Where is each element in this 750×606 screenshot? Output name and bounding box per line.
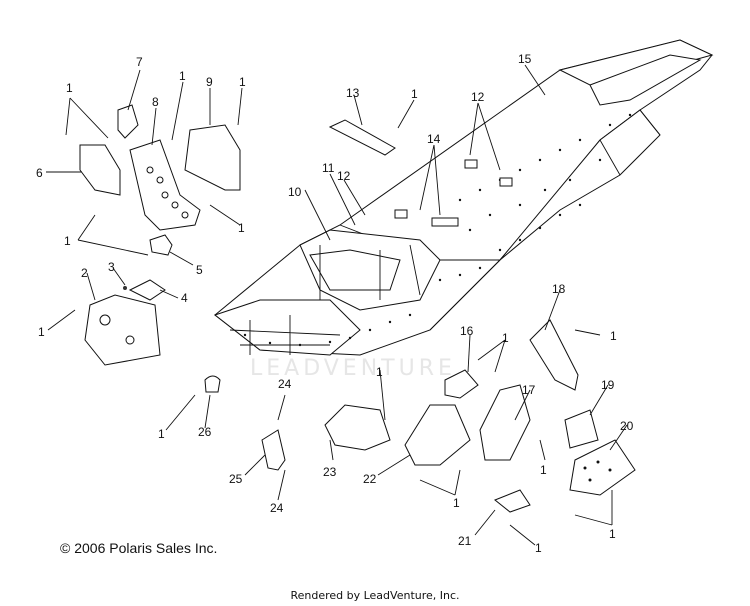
callout-8: 8: [152, 95, 159, 109]
part-17-bracket: [479, 384, 531, 461]
callout-1: 1: [158, 427, 165, 441]
callout-4: 4: [181, 291, 188, 305]
callout-1: 1: [502, 331, 509, 345]
callout-9: 9: [206, 75, 213, 89]
part-5-bracket: [149, 234, 173, 256]
part-9-bracket: [184, 124, 241, 191]
callout-26: 26: [198, 425, 212, 439]
callout-1: 1: [540, 463, 547, 477]
callout-19: 19: [601, 378, 615, 392]
callout-3: 3: [108, 260, 115, 274]
part-18-bracket: [529, 319, 579, 391]
part-21-bracket: [494, 489, 531, 513]
callout-24: 24: [270, 501, 284, 515]
callout-1: 1: [376, 365, 383, 379]
watermark-text: LEADVENTURE: [250, 356, 456, 381]
callout-1: 1: [239, 75, 246, 89]
callout-1: 1: [66, 81, 73, 95]
callout-25: 25: [229, 472, 243, 486]
callout-15: 15: [518, 52, 532, 66]
part-13-rail: [328, 119, 396, 156]
chassis-rivets: [243, 113, 632, 347]
part-8-holes: [146, 166, 189, 219]
callout-23: 23: [323, 465, 337, 479]
callout-1: 1: [179, 69, 186, 83]
part-16-block: [444, 369, 479, 399]
callout-1: 1: [610, 329, 617, 343]
part-22-plate: [404, 404, 471, 466]
callout-18: 18: [552, 282, 566, 296]
rendered-by-footer: Rendered by LeadVenture, Inc.: [290, 589, 460, 602]
part-8-plate: [129, 139, 201, 231]
copyright-notice: © 2006 Polaris Sales Inc.: [60, 540, 218, 556]
part-23-plate: [324, 404, 391, 451]
callout-1: 1: [609, 527, 616, 541]
part-20-plate: [569, 439, 636, 496]
part-26-bumper: [204, 375, 221, 393]
callout-13: 13: [346, 86, 360, 100]
callout-21: 21: [458, 534, 472, 548]
callout-20: 20: [620, 419, 634, 433]
part-25-bracket: [261, 429, 286, 471]
callout-1: 1: [535, 541, 542, 555]
callout-1: 1: [64, 234, 71, 248]
callout-1: 1: [411, 87, 418, 101]
callout-16: 16: [460, 324, 474, 338]
part-4-clip: [128, 279, 166, 301]
part-20-holes: [583, 460, 612, 482]
callout-1: 1: [38, 325, 45, 339]
callout-6: 6: [36, 166, 43, 180]
callout-24: 24: [278, 377, 292, 391]
callout-2: 2: [81, 266, 88, 280]
callout-1: 1: [453, 496, 460, 510]
callout-14: 14: [427, 132, 441, 146]
callout-1: 1: [238, 221, 245, 235]
chassis-tunnel: [213, 39, 714, 356]
callout-labels: 1 7 1 9 1 8 13 1 15 12 6 14 11 12 10 1 1…: [36, 52, 634, 555]
callout-5: 5: [196, 263, 203, 277]
callout-12: 12: [471, 90, 485, 104]
callout-11: 11: [322, 161, 335, 175]
callout-7: 7: [136, 55, 143, 69]
callout-12: 12: [337, 169, 351, 183]
callout-17: 17: [522, 383, 536, 397]
callout-22: 22: [363, 472, 377, 486]
part-2-box: [84, 294, 161, 366]
part-19-plate: [564, 409, 599, 449]
part-6-bracket: [79, 144, 121, 196]
callout-10: 10: [288, 185, 302, 199]
leader-lines: [46, 64, 628, 546]
